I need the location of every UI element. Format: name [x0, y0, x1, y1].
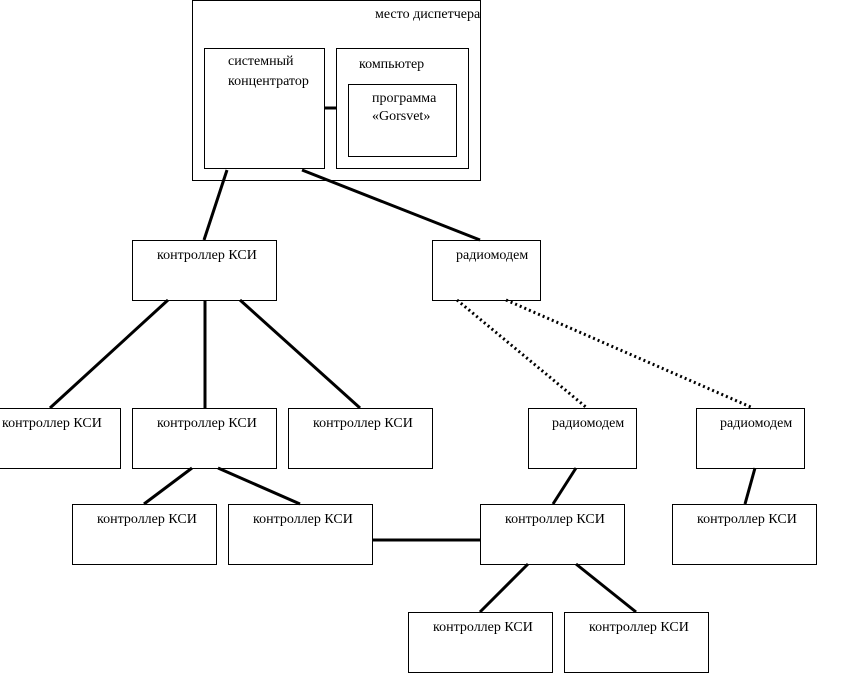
controller-ksi-l3-c-box — [480, 504, 625, 565]
controller-ksi-l4-b-box — [564, 612, 709, 673]
controller-ksi-l2-mid-box — [132, 408, 277, 469]
radiomodem-b-label: радиомодем — [720, 416, 793, 431]
controller-ksi-l3-c-label: контроллер КСИ — [505, 512, 605, 527]
controller-ksi-top-label: контроллер КСИ — [157, 248, 257, 263]
link-radiomodem-a-controller — [551, 467, 578, 505]
link-controller-bottom-a — [478, 562, 530, 614]
controller-ksi-l4-a-label: контроллер КСИ — [433, 620, 533, 635]
controller-ksi-l3-a-label: контроллер КСИ — [97, 512, 197, 527]
controller-ksi-l3-a-box — [72, 504, 217, 565]
controller-ksi-l2-right-label: контроллер КСИ — [313, 416, 413, 431]
controller-ksi-l2-left-label: контроллер КСИ — [2, 416, 102, 431]
system-hub-label: системный концентратор — [228, 54, 309, 89]
link-controller-bottom-b — [575, 562, 637, 614]
link-controller-top-right — [238, 298, 362, 410]
controller-ksi-l3-b-label: контроллер КСИ — [253, 512, 353, 527]
link-controller-top-left — [48, 298, 170, 410]
controller-ksi-top-box — [132, 240, 277, 301]
link-hub-controller-top — [202, 169, 229, 241]
link-radiomodem-b-controller — [743, 467, 757, 505]
radio-link-b — [505, 298, 754, 410]
controller-ksi-l3-b-box — [228, 504, 373, 565]
controller-ksi-l3-d-label: контроллер КСИ — [697, 512, 797, 527]
program-label: программа «Gorsvet» — [372, 91, 437, 124]
controller-ksi-l2-right-box — [288, 408, 433, 469]
system-hub-box — [204, 48, 325, 169]
link-controller-mid-b — [217, 466, 301, 506]
program-box — [348, 84, 457, 157]
radiomodem-top-box — [432, 240, 541, 301]
radio-link-a — [456, 298, 588, 410]
controller-ksi-l2-left-box — [0, 408, 121, 469]
dispatcher-place-box — [192, 0, 481, 181]
dispatcher-place-label: место диспетчера — [375, 7, 481, 22]
controller-ksi-l3-d-box — [672, 504, 817, 565]
controller-ksi-l4-b-label: контроллер КСИ — [589, 620, 689, 635]
controller-ksi-l4-a-box — [408, 612, 553, 673]
link-hub-radiomodem-top — [301, 168, 481, 242]
radiomodem-top-label: радиомодем — [456, 248, 529, 263]
link-controller-mid-a — [143, 466, 193, 506]
computer-box — [336, 48, 469, 169]
radiomodem-a-box — [528, 408, 637, 469]
radiomodem-b-box — [696, 408, 805, 469]
computer-label: компьютер — [359, 57, 425, 72]
controller-ksi-l2-mid-label: контроллер КСИ — [157, 416, 257, 431]
radiomodem-a-label: радиомодем — [552, 416, 625, 431]
